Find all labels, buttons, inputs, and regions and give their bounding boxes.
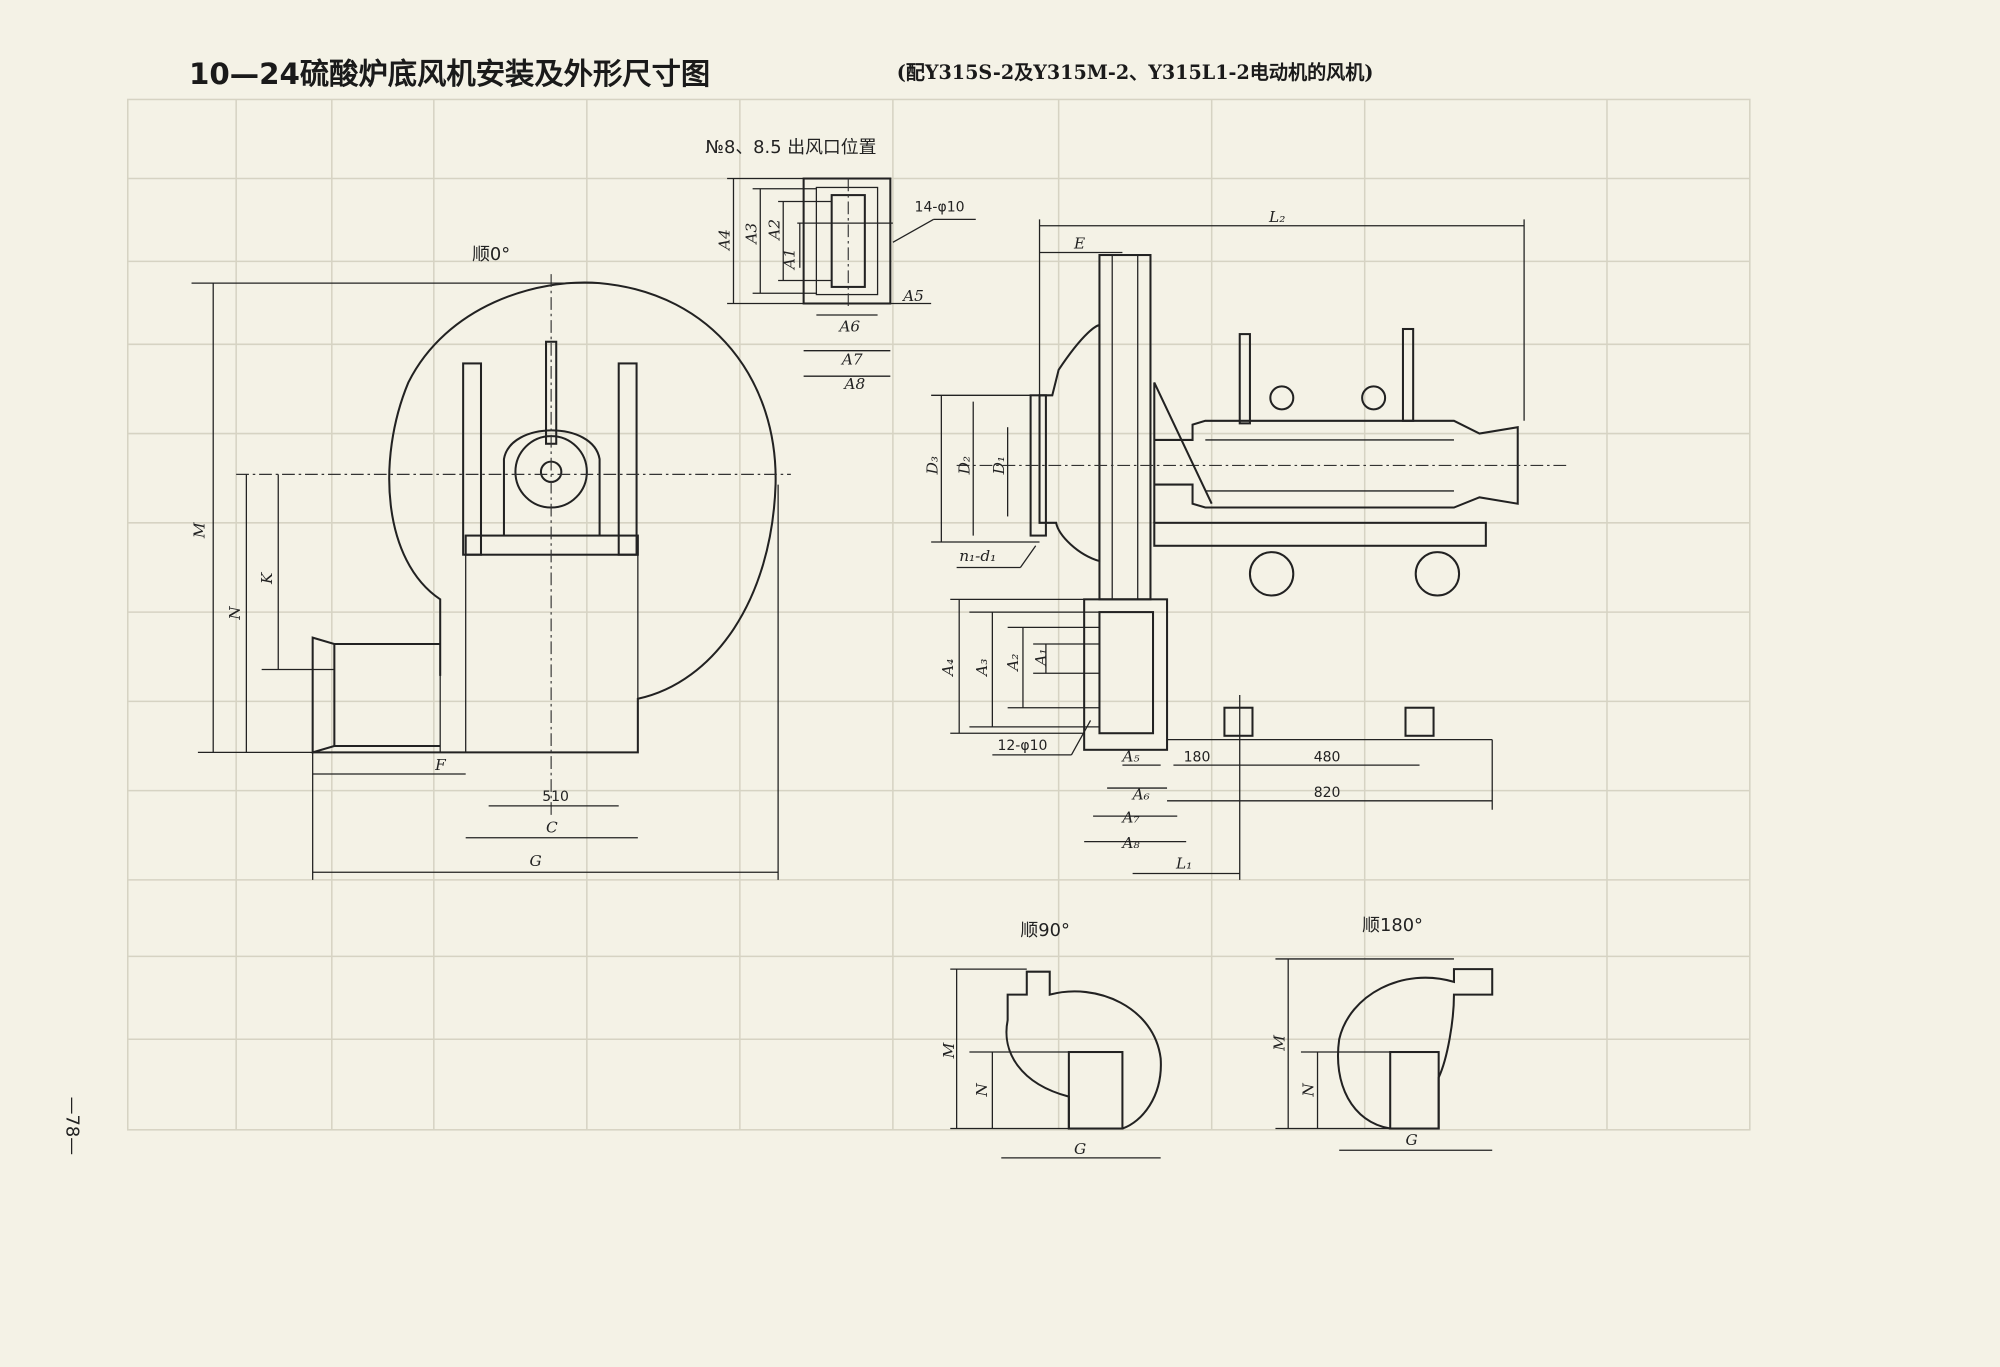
- view180-dim-G: G: [1406, 1131, 1418, 1149]
- rotation-label-90: 顺90°: [1020, 920, 1069, 941]
- dim-K: K: [258, 571, 276, 585]
- outlet-position-detail: №8、8.5 出风口位置 A4 A3 A2 A1 14-φ10 A5 A6 A7…: [705, 137, 976, 393]
- drawing-title: 10—24硫酸炉底风机安装及外形尺寸图: [189, 57, 710, 91]
- view90-dim-M: M: [940, 1042, 958, 1059]
- side-holes-label: 12-φ10: [997, 738, 1047, 754]
- view-90deg: 顺90° M N G: [940, 920, 1162, 1159]
- view-180deg: 顺180° M N G: [1270, 915, 1494, 1151]
- dim-N: N: [226, 606, 244, 621]
- view180-dim-N: N: [1300, 1083, 1318, 1098]
- label-n1-d1: n₁-d₁: [959, 547, 996, 565]
- rotation-label-0: 顺0°: [472, 244, 510, 265]
- outlet-dim-A2: A2: [765, 219, 783, 242]
- dim-510: 510: [542, 789, 569, 805]
- dim-A1: A₁: [1032, 648, 1050, 667]
- outlet-dim-A4: A4: [716, 229, 734, 252]
- bleed-through-table: [127, 98, 1751, 1131]
- dim-A7: A₇: [1120, 808, 1139, 826]
- drawing-subtitle: (配Y315S-2及Y315M-2、Y315L1-2电动机的风机): [897, 61, 1374, 84]
- outlet-dim-A5: A5: [901, 287, 924, 305]
- outlet-dim-A8: A8: [842, 375, 865, 393]
- view180-dim-M: M: [1270, 1035, 1288, 1052]
- dim-A3: A₃: [973, 659, 991, 678]
- page-number: —78—: [62, 1097, 83, 1155]
- dim-A4: A₄: [939, 659, 957, 678]
- view90-dim-G: G: [1074, 1140, 1086, 1158]
- dim-G: G: [529, 852, 541, 870]
- dim-L1: L₁: [1175, 854, 1192, 872]
- dim-820: 820: [1314, 785, 1341, 801]
- outlet-dim-A1: A1: [781, 248, 799, 271]
- rotation-label-180: 顺180°: [1362, 915, 1423, 936]
- dim-F: F: [434, 756, 447, 774]
- dim-A6: A₆: [1131, 786, 1150, 804]
- side-view: L₂ E D₃ D₂ D₁ n₁-d₁: [924, 208, 1569, 880]
- outlet-dim-A6: A6: [837, 318, 860, 336]
- dim-C: C: [546, 819, 558, 837]
- outlet-dim-A7: A7: [840, 351, 863, 369]
- outlet-holes-label: 14-φ10: [915, 200, 965, 216]
- dim-D2: D₂: [955, 456, 973, 475]
- dim-A8: A₈: [1120, 834, 1140, 852]
- dim-D1: D₁: [990, 456, 1008, 475]
- outlet-detail-title: №8、8.5 出风口位置: [705, 137, 876, 158]
- dim-M: M: [190, 522, 208, 539]
- dim-180: 180: [1184, 749, 1211, 765]
- dim-E: E: [1073, 235, 1085, 253]
- dim-L2: L₂: [1268, 208, 1285, 226]
- front-view-0deg: 顺0° M N K F 510 C G: [190, 244, 791, 880]
- view90-dim-N: N: [973, 1083, 991, 1098]
- outlet-dim-A3: A3: [742, 223, 760, 246]
- dim-A2: A₂: [1004, 654, 1022, 673]
- dim-480: 480: [1314, 749, 1341, 765]
- dim-D3: D₃: [924, 456, 942, 475]
- dim-A5: A₅: [1120, 747, 1139, 765]
